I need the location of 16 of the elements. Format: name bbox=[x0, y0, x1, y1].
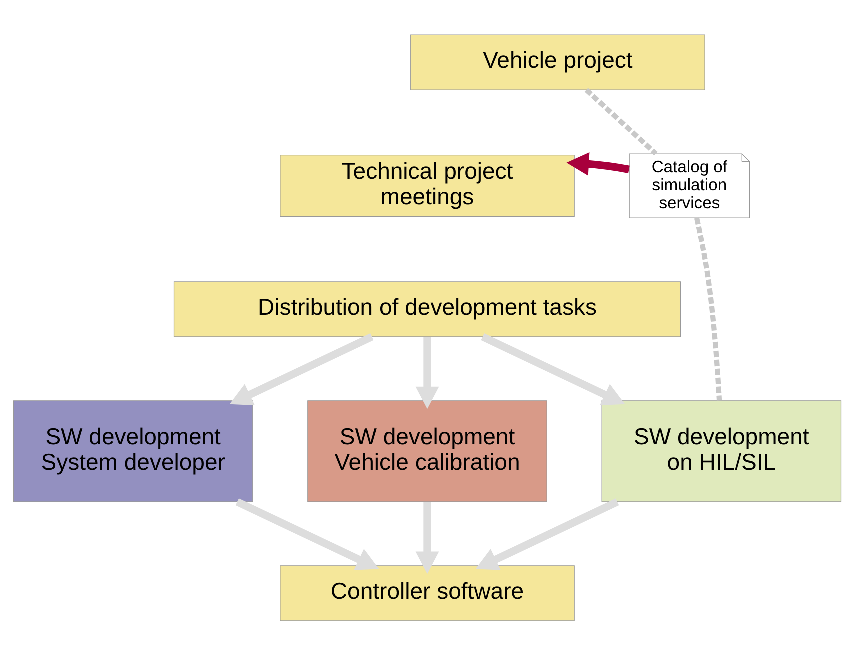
connector bbox=[584, 88, 658, 156]
arrow bbox=[416, 502, 440, 574]
node-box: Distribution of development tasks bbox=[174, 281, 682, 337]
node-box: SW development System developer bbox=[13, 400, 254, 502]
arrow bbox=[566, 152, 630, 176]
node-box: Controller software bbox=[280, 565, 575, 621]
arrow bbox=[476, 498, 620, 570]
node-box: SW development on HIL/SIL bbox=[602, 400, 842, 502]
arrow bbox=[416, 336, 440, 409]
node-box: SW development Vehicle calibration bbox=[308, 400, 548, 502]
connector bbox=[694, 217, 722, 400]
node-box: Vehicle project bbox=[410, 34, 706, 90]
arrow bbox=[481, 332, 626, 405]
node-box: Technical project meetings bbox=[280, 154, 575, 217]
arrow bbox=[236, 498, 380, 570]
arrow bbox=[230, 332, 374, 405]
